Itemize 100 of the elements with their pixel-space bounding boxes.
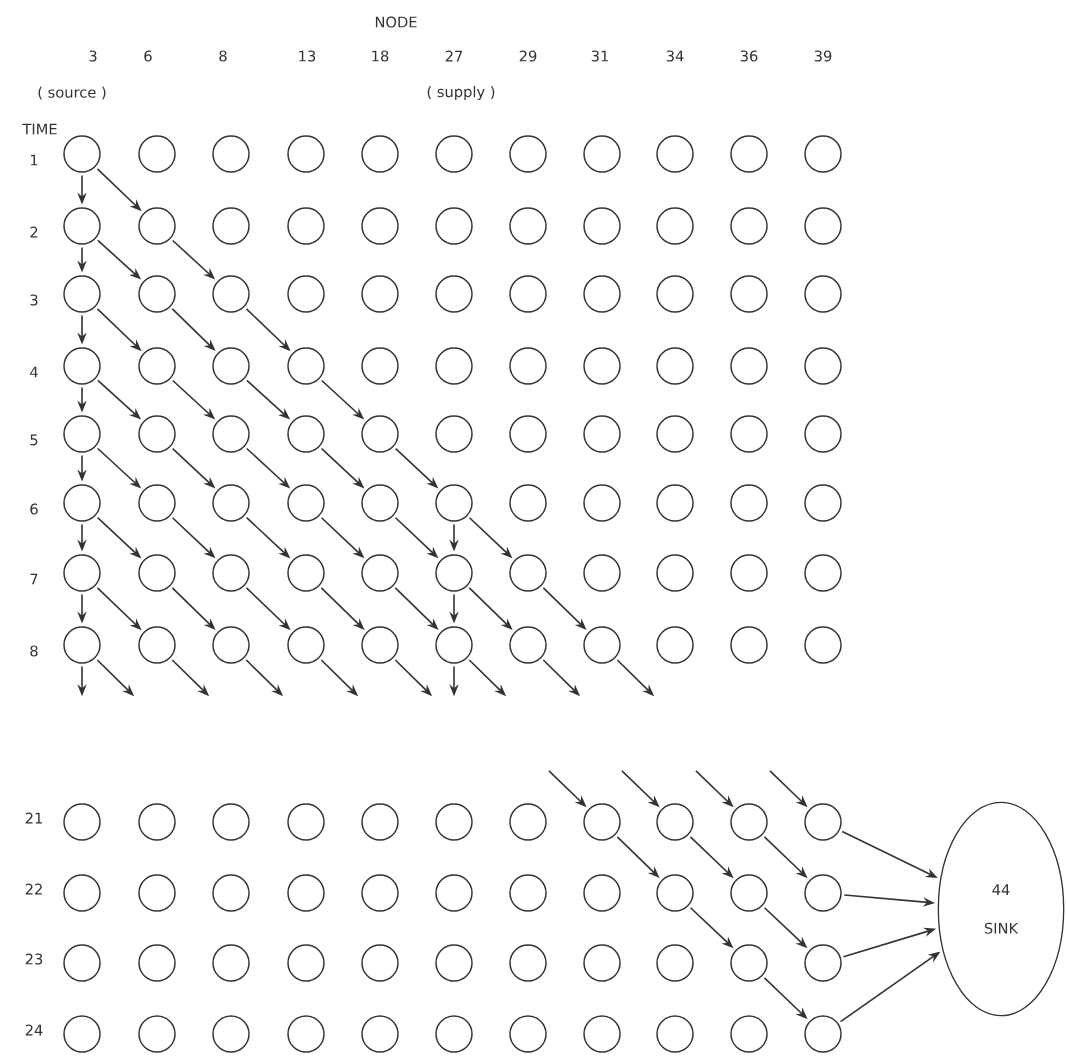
column-number: 8 (219, 50, 227, 62)
circle-node (287, 135, 325, 173)
circle-node (804, 207, 842, 245)
circle-node (804, 554, 842, 592)
circle-node (583, 803, 621, 841)
circle-node (656, 135, 694, 173)
circle-node (287, 554, 325, 592)
circle-node (509, 415, 547, 453)
circle-node (63, 275, 101, 313)
circle-node (730, 803, 768, 841)
circle-node (138, 275, 176, 313)
circle-node (361, 135, 399, 173)
circle-node (361, 347, 399, 385)
circle-node (361, 1015, 399, 1053)
circle-node (138, 626, 176, 664)
column-number: 18 (372, 50, 389, 62)
row-number: 2 (30, 226, 38, 238)
column-number: 3 (89, 50, 97, 62)
circle-node (656, 803, 694, 841)
circle-node (435, 874, 473, 912)
column-note: ( supply ) (427, 85, 495, 101)
circle-node (63, 207, 101, 245)
circle-node (361, 554, 399, 592)
circle-node (804, 874, 842, 912)
circle-node (287, 207, 325, 245)
row-number: 23 (25, 953, 43, 965)
circle-node (804, 484, 842, 522)
circle-node (583, 944, 621, 982)
circle-node (435, 944, 473, 982)
circle-node (583, 484, 621, 522)
circle-node (509, 554, 547, 592)
circle-node (656, 944, 694, 982)
circle-node (509, 275, 547, 313)
circle-node (212, 484, 250, 522)
circle-node (138, 415, 176, 453)
circle-node (63, 944, 101, 982)
circle-node (583, 1015, 621, 1053)
circle-node (361, 415, 399, 453)
column-number: 31 (591, 50, 608, 62)
row-number: 5 (30, 434, 38, 446)
circle-node (435, 135, 473, 173)
column-note: ( source ) (38, 86, 106, 100)
circle-node (509, 626, 547, 664)
circle-node (730, 944, 768, 982)
circle-node (509, 207, 547, 245)
row-number: 24 (25, 1024, 43, 1036)
row-number: 7 (30, 573, 38, 585)
circle-node (583, 207, 621, 245)
circle-node (361, 484, 399, 522)
circle-node (212, 275, 250, 313)
circle-node (509, 944, 547, 982)
circle-node (361, 626, 399, 664)
circle-node (63, 626, 101, 664)
circle-node (730, 626, 768, 664)
circle-node (730, 275, 768, 313)
circle-node (730, 484, 768, 522)
circle-node (583, 135, 621, 173)
circle-node (138, 1015, 176, 1053)
circle-node (583, 874, 621, 912)
circle-node (435, 554, 473, 592)
circle-node (804, 803, 842, 841)
column-number: 27 (445, 50, 463, 62)
heading: NODE (375, 16, 417, 28)
circle-node (583, 415, 621, 453)
circle-node (656, 874, 694, 912)
row-number: 3 (30, 294, 38, 306)
circle-node (435, 626, 473, 664)
circle-node (138, 347, 176, 385)
column-number: 36 (740, 50, 758, 62)
circle-node (63, 415, 101, 453)
circle-node (583, 275, 621, 313)
circle-node (63, 554, 101, 592)
circle-node (804, 347, 842, 385)
circle-node (804, 275, 842, 313)
circle-node (287, 484, 325, 522)
circle-node (287, 626, 325, 664)
circle-node (212, 626, 250, 664)
axis-title: TIME (22, 123, 57, 135)
circle-node (804, 626, 842, 664)
circle-node (435, 415, 473, 453)
circle-node (212, 874, 250, 912)
circle-node (656, 554, 694, 592)
circle-node (509, 874, 547, 912)
circle-node (656, 626, 694, 664)
circle-node (509, 347, 547, 385)
circle-node (63, 135, 101, 173)
circle-node (212, 207, 250, 245)
circle-node (138, 874, 176, 912)
circle-node (287, 874, 325, 912)
row-number: 22 (25, 883, 42, 895)
row-number: 8 (30, 645, 38, 657)
circle-node (656, 275, 694, 313)
circle-node (435, 803, 473, 841)
circle-node (138, 484, 176, 522)
circle-node (63, 1015, 101, 1053)
circle-node (804, 944, 842, 982)
circle-node (583, 347, 621, 385)
column-number: 13 (299, 50, 316, 62)
column-number: 34 (666, 50, 684, 62)
circle-node (287, 1015, 325, 1053)
